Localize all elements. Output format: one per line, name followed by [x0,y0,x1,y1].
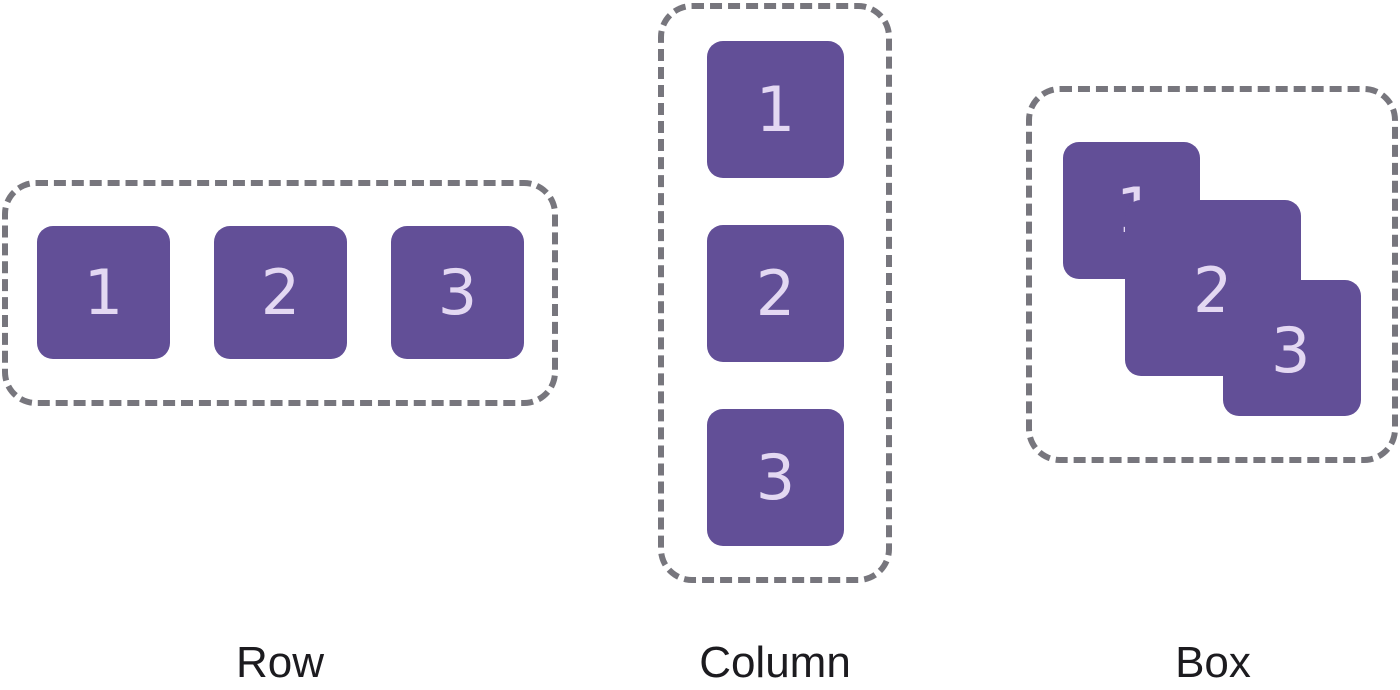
row-container [2,180,558,406]
column-label: Column [699,638,851,687]
row-label: Row [235,638,325,687]
row-item-2: 2 [214,226,347,359]
column-item-2: 2 [707,225,844,362]
box-label: Box [1175,638,1251,687]
column-item-1: 1 [707,41,844,178]
box-container [1026,86,1398,463]
box-item-3: 3 [1223,280,1361,416]
row-item-1: 1 [37,226,170,359]
column-item-3: 3 [707,409,844,546]
column-container [658,3,892,583]
row-item-3: 3 [391,226,524,359]
